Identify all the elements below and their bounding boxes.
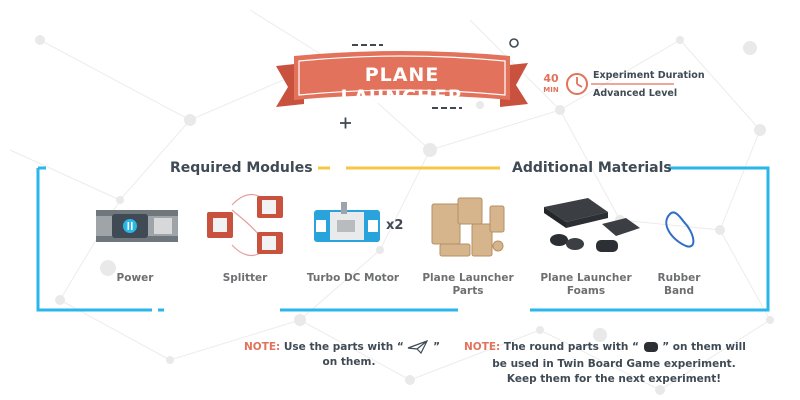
- rubber-band-label: Rubber Band: [657, 272, 701, 297]
- note-prefix: NOTE:: [244, 341, 281, 353]
- note-paper-plane-parts: NOTE: Use the parts with “ ” on them.: [244, 340, 441, 368]
- paper-plane-icon: [408, 340, 429, 354]
- foam-piece-icon: [643, 342, 658, 352]
- power-label: Power: [116, 272, 154, 284]
- page-title: PLANE LAUNCHER: [340, 64, 464, 108]
- additional-materials-title: Additional Materials: [512, 160, 672, 176]
- duration-value: 40: [543, 72, 559, 85]
- note-round-parts: NOTE: The round parts with “ ” on them w…: [464, 341, 746, 385]
- motor-quantity: x2: [386, 218, 404, 233]
- plane-launcher-parts-label: Plane Launcher Parts: [422, 272, 514, 297]
- dc-motor-label: Turbo DC Motor: [306, 272, 400, 284]
- duration-label: Experiment Duration: [593, 70, 705, 81]
- note-prefix: NOTE:: [464, 341, 501, 353]
- difficulty-level: Advanced Level: [593, 88, 678, 99]
- splitter-label: Splitter: [222, 272, 268, 284]
- required-modules-title: Required Modules: [170, 160, 313, 176]
- duration-unit: MIN: [543, 86, 559, 94]
- plane-launcher-foams-label: Plane Launcher Foams: [540, 272, 632, 297]
